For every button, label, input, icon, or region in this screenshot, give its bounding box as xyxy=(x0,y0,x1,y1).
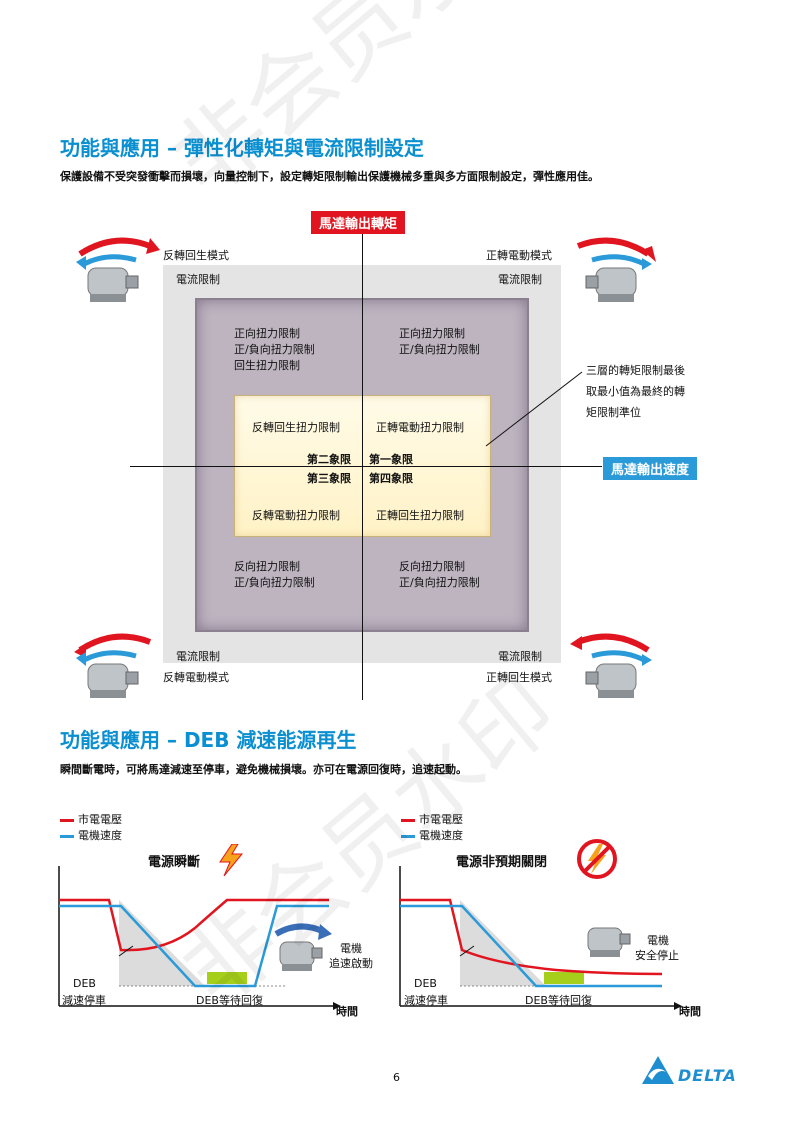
motor-forward-regen-icon xyxy=(570,633,652,698)
section2-title-suffix: 減速能源再生 xyxy=(229,728,357,752)
mid-bottom-right-labels: 反向扭力限制 正/負向扭力限制 xyxy=(399,559,480,591)
mid-bl-line1: 反向扭力限制 xyxy=(234,560,300,573)
graph2-legend-voltage: 市電電壓 xyxy=(401,811,463,827)
inner-top-left: 反轉回生扭力限制 xyxy=(252,421,340,434)
brand-name: DELTA xyxy=(678,1066,737,1085)
torque-limit-note: 三層的轉矩限制最後 取最小值為最終的轉 矩限制準位 xyxy=(586,360,685,423)
x-axis-label: 馬達輸出速度 xyxy=(603,457,698,480)
page-number: 6 xyxy=(393,1071,400,1084)
motor-reverse-drive-icon xyxy=(74,633,152,698)
graph1-deb-line2: 減速停車 xyxy=(62,994,106,1007)
graph2-deb-line1: DEB xyxy=(414,977,437,990)
mid-tl-line2: 正/負向扭力限制 xyxy=(234,343,315,356)
bottom-right-mode: 正轉回生模式 xyxy=(486,671,552,684)
mid-br-line2: 正/負向扭力限制 xyxy=(399,576,480,589)
mid-top-right-labels: 正向扭力限制 正/負向扭力限制 xyxy=(399,326,480,358)
section1-lead: 保護設備不受突發衝擊而損壞，向量控制下，設定轉矩限制輸出保護機械多重與多方面限制… xyxy=(60,170,599,183)
mid-tr-line1: 正向扭力限制 xyxy=(399,327,465,340)
section2-title-prefix: 功能與應用 – xyxy=(60,728,184,752)
graph1-legend-speed: 電機速度 xyxy=(60,827,122,843)
y-axis xyxy=(362,230,363,700)
graph1-motor-icon xyxy=(274,923,332,971)
bottom-left-mode: 反轉電動模式 xyxy=(163,671,229,684)
graph2-legend-speed: 電機速度 xyxy=(401,827,463,843)
mid-bottom-left-labels: 反向扭力限制 正/負向扭力限制 xyxy=(234,559,315,591)
legend2-speed-swatch xyxy=(401,834,415,838)
bottom-right-current: 電流限制 xyxy=(498,650,542,663)
legend2-voltage-text: 市電電壓 xyxy=(419,813,463,826)
mid-tl-line3: 回生扭力限制 xyxy=(234,359,300,372)
legend2-speed-text: 電機速度 xyxy=(419,829,463,842)
graph2-title: 電源非預期關閉 xyxy=(456,855,548,870)
top-right-current: 電流限制 xyxy=(498,273,542,286)
note-line2: 取最小值為最終的轉 xyxy=(586,385,685,398)
inner-bottom-right: 正轉回生扭力限制 xyxy=(376,509,464,522)
y-axis-label: 馬達輸出轉矩 xyxy=(311,211,406,234)
mid-bl-line2: 正/負向扭力限制 xyxy=(234,576,315,589)
graph2-plot xyxy=(399,866,682,1010)
x-axis xyxy=(130,466,602,467)
legend-speed-swatch xyxy=(60,834,74,838)
delta-logo-icon xyxy=(642,1056,674,1084)
top-left-mode: 反轉回生模式 xyxy=(163,249,229,262)
legend2-voltage-swatch xyxy=(401,818,415,822)
graph1-motor-line1: 電機 xyxy=(340,942,362,955)
quadrant-2: 第二象限 xyxy=(307,453,351,466)
no-power-icon xyxy=(577,839,617,879)
graph1-title: 電源瞬斷 xyxy=(148,855,201,870)
graph2-wait: DEB等待回復 xyxy=(525,994,592,1007)
lightning-icon xyxy=(219,844,244,876)
graph1-deb-line1: DEB xyxy=(73,977,96,990)
section1-title: 功能與應用 – 彈性化轉矩與電流限制設定 xyxy=(60,136,424,160)
motor-forward-drive-icon xyxy=(576,237,656,302)
top-right-mode: 正轉電動模式 xyxy=(486,249,552,262)
graph1-time: 時間 xyxy=(336,1005,358,1018)
graph2-motor-line2: 安全停止 xyxy=(635,949,679,962)
inner-top-right: 正轉電動扭力限制 xyxy=(376,421,464,434)
inner-bottom-left: 反轉電動扭力限制 xyxy=(252,509,340,522)
quadrant-1: 第一象限 xyxy=(369,453,413,466)
graph2-deb-line2: 減速停車 xyxy=(404,994,448,1007)
graph2-motor-icon xyxy=(587,927,631,957)
legend-voltage-swatch xyxy=(60,818,74,822)
graph1-plot xyxy=(58,866,341,1010)
note-leader-line xyxy=(485,371,583,447)
legend-speed-text: 電機速度 xyxy=(78,829,122,842)
mid-tr-line2: 正/負向扭力限制 xyxy=(399,343,480,356)
graph2-motor-line1: 電機 xyxy=(647,934,669,947)
graph1-legend-voltage: 市電電壓 xyxy=(60,811,122,827)
quadrant-4: 第四象限 xyxy=(369,472,413,485)
graph1-wait: DEB等待回復 xyxy=(196,994,263,1007)
top-left-current: 電流限制 xyxy=(176,273,220,286)
motor-reverse-regen-icon xyxy=(76,237,160,302)
note-line3: 矩限制準位 xyxy=(586,406,641,419)
legend-voltage-text: 市電電壓 xyxy=(78,813,122,826)
mid-tl-line1: 正向扭力限制 xyxy=(234,327,300,340)
watermark-top: 非会员水印 xyxy=(153,0,566,217)
graph2-time: 時間 xyxy=(679,1005,701,1018)
mid-br-line1: 反向扭力限制 xyxy=(399,560,465,573)
section2-title: 功能與應用 – DEB 減速能源再生 xyxy=(60,724,356,753)
quadrant-3: 第三象限 xyxy=(307,472,351,485)
bottom-left-current: 電流限制 xyxy=(176,650,220,663)
note-line1: 三層的轉矩限制最後 xyxy=(586,364,685,377)
section2-title-deb: DEB xyxy=(183,728,230,752)
section2-lead: 瞬間斷電時，可將馬達減速至停車，避免機械損壞。亦可在電源回復時，追速起動。 xyxy=(60,763,467,776)
graph1-motor-line2: 追速啟動 xyxy=(329,957,373,970)
mid-top-left-labels: 正向扭力限制 正/負向扭力限制 回生扭力限制 xyxy=(234,326,315,374)
